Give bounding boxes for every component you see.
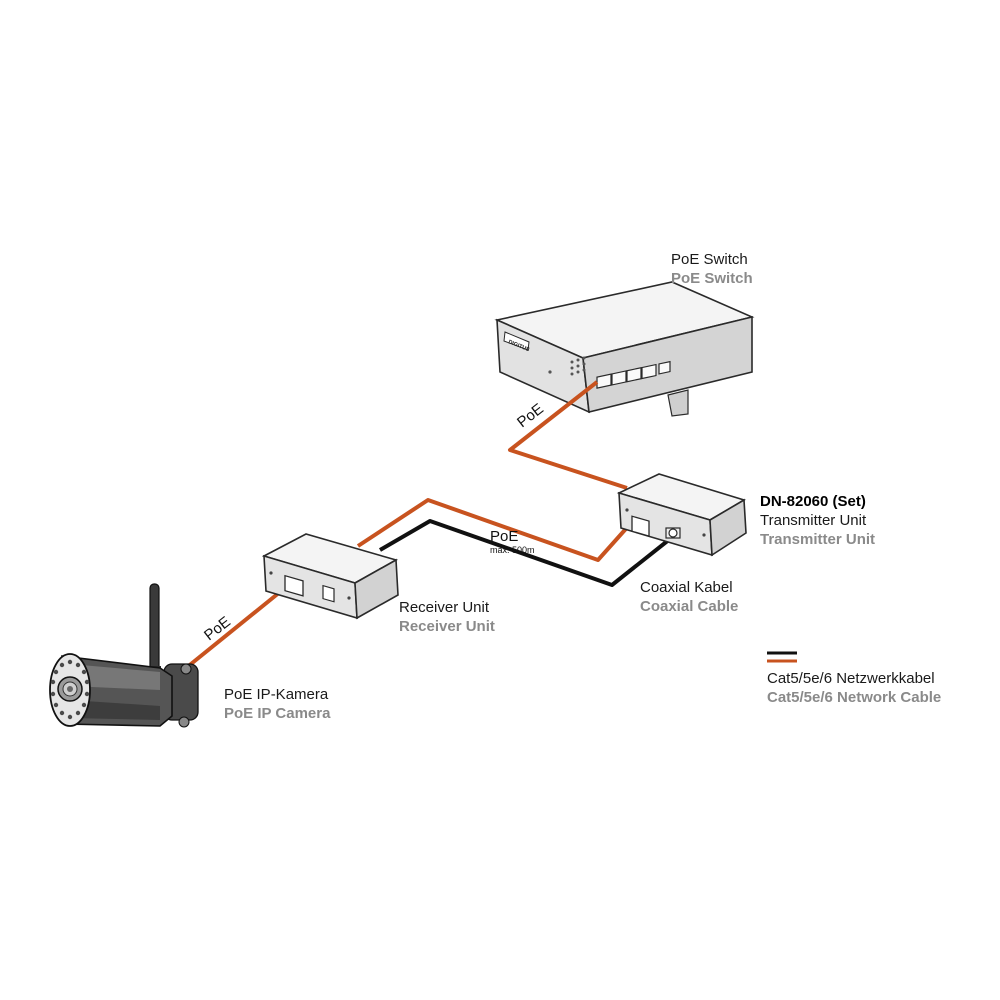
transmitter-label-en: Transmitter Unit <box>760 531 876 548</box>
transmitter-model: DN-82060 (Set) <box>760 493 866 510</box>
led-indicators <box>548 356 586 376</box>
ip-camera <box>49 583 199 728</box>
receiver-label-de: Receiver Unit <box>399 599 490 616</box>
legend-swatch <box>767 651 797 663</box>
camera-label-de: PoE IP-Kamera <box>224 686 329 703</box>
switch-port-1 <box>596 373 612 389</box>
legend-label: Cat5/5e/6 Netzwerkkabel Cat5/5e/6 Networ… <box>767 669 941 707</box>
switch-label-en: PoE Switch <box>671 270 753 287</box>
switch-port-4 <box>641 363 657 380</box>
cable-trunk-network <box>356 498 634 562</box>
switch-port-uplink <box>658 360 671 375</box>
camera-ir-leds <box>50 659 90 720</box>
receiver-unit <box>261 533 399 620</box>
legend-label-en: Cat5/5e/6 Network Cable <box>767 689 942 706</box>
transmitter-rj45-port <box>631 515 650 537</box>
transmitter-label: DN-82060 (Set) Transmitter Unit Transmit… <box>760 492 875 549</box>
cable-label-trunk: PoE <box>490 528 518 545</box>
camera-antenna <box>149 583 160 671</box>
receiver-label-en: Receiver Unit <box>399 618 495 635</box>
cable-switch-to-transmitter <box>508 380 628 490</box>
camera-label-en: PoE IP Camera <box>224 705 331 722</box>
transmitter-bnc-connector <box>665 527 681 539</box>
switch-label-de: PoE Switch <box>671 251 748 268</box>
camera-label: PoE IP-Kamera PoE IP Camera <box>224 685 330 723</box>
switch-port-3 <box>626 367 642 383</box>
transmitter-label-de: Transmitter Unit <box>760 512 867 529</box>
coax-label: Coaxial Kabel Coaxial Cable <box>640 578 738 616</box>
switch-port-2 <box>611 370 627 386</box>
cable-receiver-to-camera <box>184 590 282 670</box>
switch-label: PoE Switch PoE Switch <box>671 250 753 288</box>
cable-label-trunk-distance: max. 500m <box>490 545 535 555</box>
switch-ports <box>596 360 671 389</box>
coax-label-de: Coaxial Kabel <box>640 579 733 596</box>
receiver-dc-jack <box>322 584 335 603</box>
receiver-rj45-port <box>284 574 304 597</box>
coax-label-en: Coaxial Cable <box>640 598 739 615</box>
cable-label-camera-link: PoE <box>201 613 234 644</box>
transmitter-unit <box>616 473 747 557</box>
receiver-label: Receiver Unit Receiver Unit <box>399 598 495 636</box>
legend-label-de: Cat5/5e/6 Netzwerkkabel <box>767 670 935 687</box>
poe-switch: DIGITUS <box>494 281 755 417</box>
cable-trunk-coax <box>378 519 677 587</box>
